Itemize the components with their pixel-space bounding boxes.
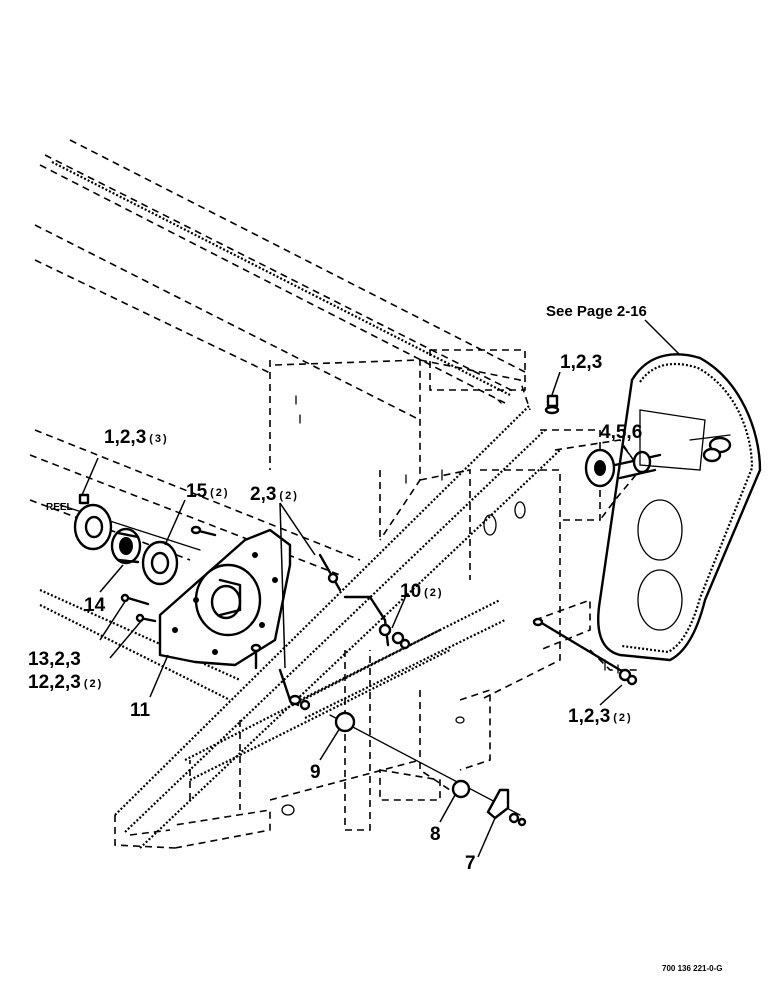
svg-text:See Page 2-16: See Page 2-16 (546, 303, 647, 320)
chain-case (589, 353, 762, 674)
drawing-code: 700 136 221-0-G (662, 964, 723, 973)
svg-text:1,2,3: 1,2,3 (560, 352, 602, 373)
callout-8: 8 (430, 824, 441, 845)
callout-12-2-3: 12,2,3(2) (28, 672, 103, 693)
svg-text:9: 9 (310, 762, 321, 783)
brace-hardware (278, 553, 527, 827)
svg-text:700 136 221-0-G: 700 136 221-0-G (662, 964, 723, 973)
leader-lines (81, 319, 681, 858)
drive-mount-bracket (540, 394, 662, 521)
svg-text:13,2,3: 13,2,3 (28, 649, 81, 670)
svg-text:1,2,3(2): 1,2,3(2) (568, 706, 633, 727)
callout-1-2-3-top: 1,2,3 (560, 352, 602, 373)
callout-14: 14 (84, 595, 106, 616)
svg-text:2,3(2): 2,3(2) (250, 484, 299, 505)
reel-bearing-assembly (59, 493, 262, 670)
callout-see-page: See Page 2-16 (546, 303, 647, 320)
svg-text:REEL: REEL (46, 502, 73, 513)
callout-9: 9 (310, 762, 321, 783)
callout-11: 11 (130, 700, 151, 721)
callout-4-5-6: 4,5,6 (600, 422, 642, 443)
main-frame-beam (114, 404, 561, 849)
svg-text:14: 14 (84, 595, 106, 616)
svg-text:8: 8 (430, 824, 441, 845)
svg-text:10(2): 10(2) (400, 581, 444, 602)
svg-text:11: 11 (130, 700, 151, 721)
frame-cross-brace (184, 469, 591, 831)
side-sheet-dashed (274, 349, 531, 580)
svg-text:1,2,3(3): 1,2,3(3) (104, 427, 169, 448)
reel-support-plate (158, 528, 292, 667)
callout-reel: REEL (46, 502, 73, 513)
callout-13-2-3: 13,2,3 (28, 649, 81, 670)
callout-15: 15(2) (186, 481, 230, 502)
callout-1-2-3-qty3: 1,2,3(3) (104, 427, 169, 448)
svg-text:4,5,6: 4,5,6 (600, 422, 642, 443)
callout-7: 7 (465, 853, 476, 874)
svg-text:7: 7 (465, 853, 476, 874)
callout-10: 10(2) (400, 581, 444, 602)
chain-case-hardware (532, 617, 638, 686)
svg-text:12,2,3(2): 12,2,3(2) (28, 672, 103, 693)
callout-2-3: 2,3(2) (250, 484, 299, 505)
callout-1-2-3-qty2: 1,2,3(2) (568, 706, 633, 727)
svg-text:15(2): 15(2) (186, 481, 230, 502)
